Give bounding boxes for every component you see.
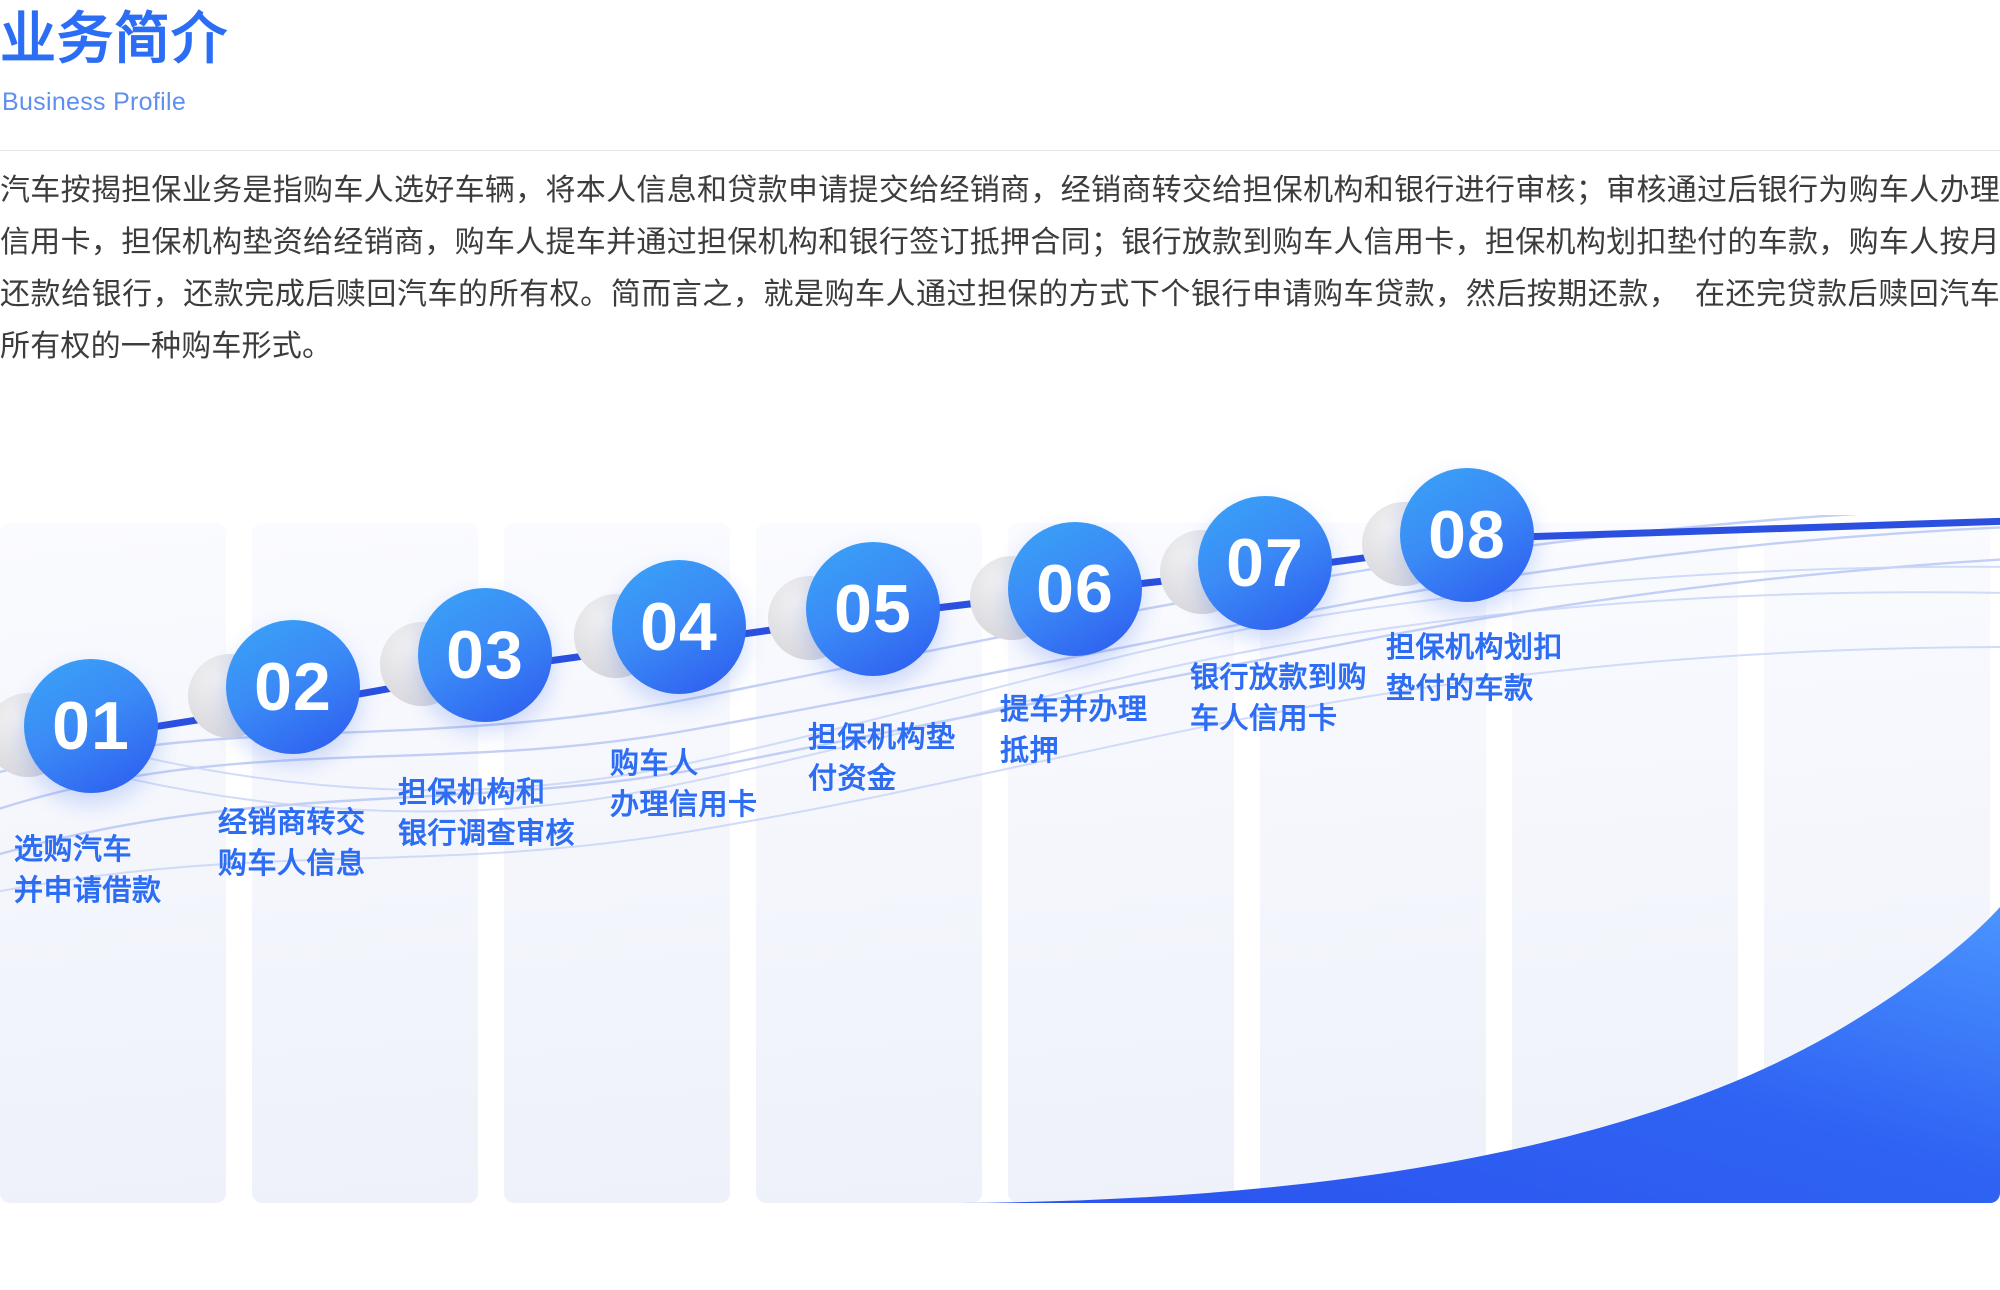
header-divider [0,150,2000,151]
step-number-badge[interactable]: 03 [418,588,552,722]
intro-paragraph: 汽车按揭担保业务是指购车人选好车辆，将本人信息和贷款申请提交给经销商，经销商转交… [0,165,2000,373]
step-number-text: 06 [1036,551,1114,627]
step-number-badge[interactable]: 04 [612,560,746,694]
step-number-text: 03 [446,617,524,693]
step-number-badge[interactable]: 05 [806,542,940,676]
step-label-01: 选购汽车 并申请借款 [14,834,162,907]
bottom-wave-decoration [960,907,2000,1203]
page-header: 业务简介 Business Profile [0,0,2000,160]
step-label-03: 担保机构和 银行调查审核 [398,777,576,850]
step-label-04: 购车人 办理信用卡 [610,748,758,821]
step-number-text: 01 [52,688,130,764]
step-number-badge[interactable]: 01 [24,659,158,793]
step-number-badge[interactable]: 02 [226,620,360,754]
step-number-text: 07 [1226,525,1304,601]
page-title: 业务简介 [0,7,228,70]
business-flow-diagram: 01 选购汽车 并申请借款 02 经销商转交 购车人信息 03 担保机构和 银行调查审核 0… [0,468,2000,1215]
step-label-07: 银行放款到购 车人信用卡 [1190,662,1368,735]
step-number-text: 04 [640,589,718,665]
step-number-badge[interactable]: 08 [1400,468,1534,602]
step-number-text: 02 [254,649,332,725]
step-label-05: 担保机构垫 付资金 [808,722,956,795]
step-number-badge[interactable]: 07 [1198,496,1332,630]
flow-nodes-layer: 01 选购汽车 并申请借款 02 经销商转交 购车人信息 03 担保机构和 银行调查审核 0… [0,468,2000,1215]
page-subtitle: Business Profile [2,88,187,116]
step-label-06: 提车并办理 抵押 [1000,694,1148,767]
step-number-text: 05 [834,571,912,647]
intro-paragraph-text: 汽车按揭担保业务是指购车人选好车辆，将本人信息和贷款申请提交给经销商，经销商转交… [0,174,2000,363]
step-number-badge[interactable]: 06 [1008,522,1142,656]
step-number-text: 08 [1428,497,1506,573]
step-label-08: 担保机构划扣 垫付的车款 [1386,632,1564,705]
step-label-02: 经销商转交 购车人信息 [218,807,366,880]
